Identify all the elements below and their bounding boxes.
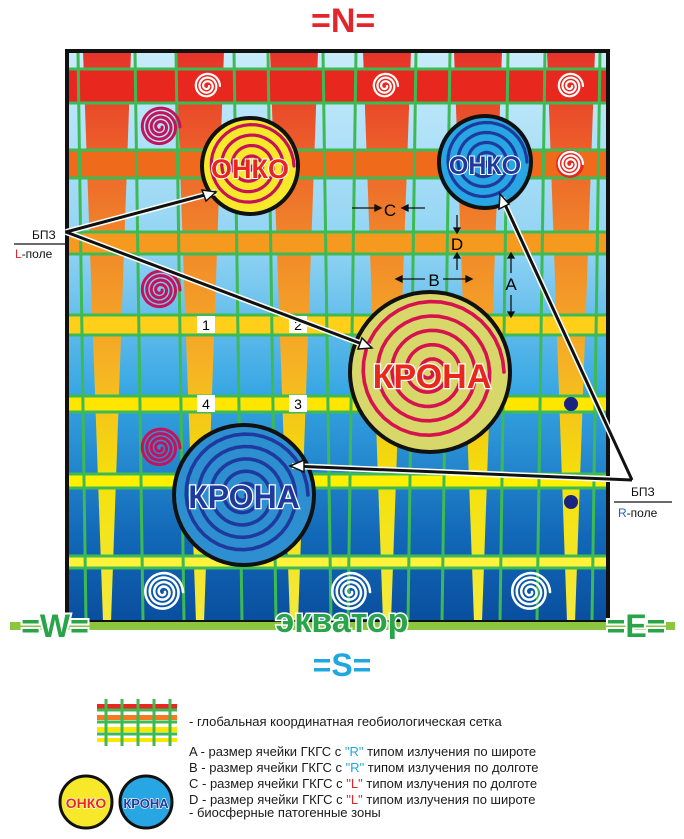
dim-c: C: [384, 201, 396, 220]
legend-badge-onko: ОНКО: [60, 776, 112, 828]
legend-line-c: C - размер ячейки ГКГС с "L" типом излуч…: [189, 776, 539, 792]
legend-zones-text: - биосферные патогенные зоны: [189, 805, 381, 821]
band-yellow-4: [67, 556, 608, 568]
south-label: =S=: [313, 647, 372, 683]
krona-label-right: КРОНА: [373, 358, 492, 396]
east-label: =E=: [607, 608, 666, 644]
cell-4: 4: [202, 396, 210, 412]
krona-label-left: КРОНА: [188, 479, 300, 515]
krona-zone-yellow: КРОНА: [350, 292, 510, 452]
svg-text:ОНКО: ОНКО: [66, 795, 107, 811]
onko-zone-yellow: ОНКО: [202, 118, 298, 214]
onko-label-right: ОНКО: [449, 152, 521, 180]
equator-label: экватор: [276, 602, 409, 640]
dim-a: A: [505, 275, 517, 294]
right-bpz: БПЗ: [631, 485, 655, 499]
right-field-label: R-поле: [618, 506, 658, 520]
legend-grid-icon: [97, 699, 177, 746]
legend-lines: A - размер ячейки ГКГС с "R" типом излуч…: [189, 744, 539, 808]
legend-badge-krona: КРОНА: [120, 776, 172, 828]
band-yellow-2: [67, 396, 608, 412]
band-red: [67, 69, 608, 103]
legend-line-a: A - размер ячейки ГКГС с "R" типом излуч…: [189, 744, 539, 760]
legend-line-b: B - размер ячейки ГКГС с "R" типом излуч…: [189, 760, 539, 776]
onko-zone-blue: ОНКО: [439, 116, 531, 208]
west-label: =W=: [21, 608, 89, 644]
dim-b: B: [428, 271, 439, 290]
onko-label-left: ОНКО: [211, 154, 289, 184]
cell-3: 3: [294, 396, 302, 412]
krona-zone-blue: КРОНА: [174, 425, 314, 565]
left-field-label: L-поле: [15, 247, 53, 261]
cell-1: 1: [202, 317, 210, 333]
svg-text:КРОНА: КРОНА: [123, 796, 169, 811]
left-bpz: БПЗ: [32, 228, 56, 242]
dim-d: D: [451, 235, 463, 254]
legend-grid-text: - глобальная координатная геобиологическ…: [189, 714, 502, 730]
